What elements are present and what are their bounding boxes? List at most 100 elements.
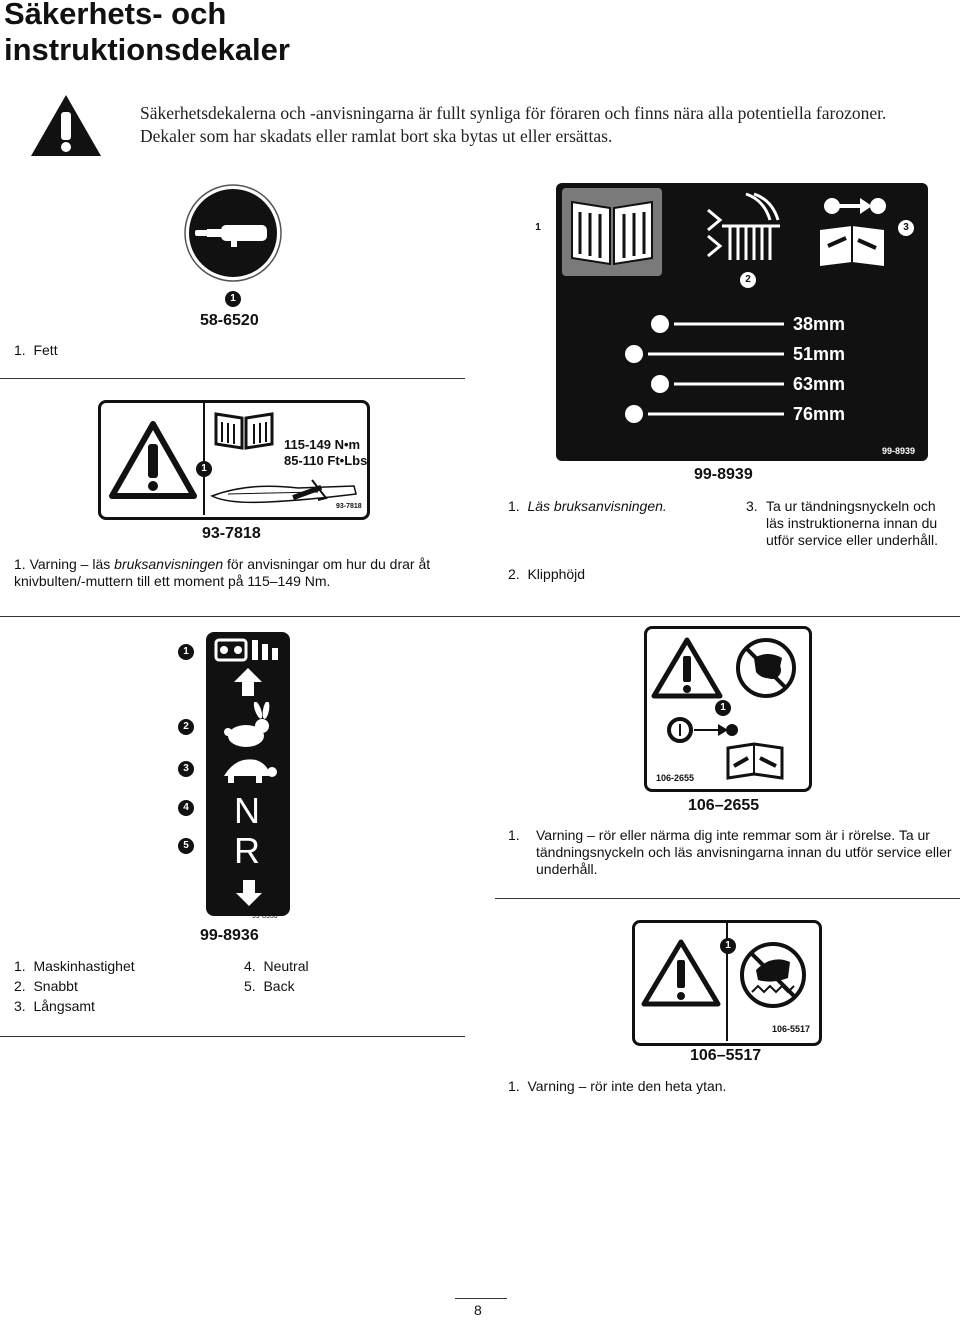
- caption-93-7818: 1. Varning – läs bruksanvisningen för an…: [14, 556, 464, 590]
- decal-small-code: 106-2655: [656, 773, 695, 783]
- list-item: 2. Snabbt: [14, 978, 234, 995]
- footer-rule: [455, 1298, 507, 1299]
- page-title-line2: instruktionsdekaler: [4, 32, 290, 67]
- page-title-line1: Säkerhets- och: [4, 0, 227, 31]
- manual-book-icon: [562, 188, 662, 276]
- height-63mm: 63mm: [793, 374, 846, 394]
- callout-4: 4: [178, 800, 194, 816]
- torque-decal: [98, 400, 370, 520]
- callout-2: 2: [740, 272, 756, 288]
- item-text: Långsamt: [33, 998, 95, 1014]
- arrow-down-icon: [236, 880, 262, 906]
- service-manual-icon: [726, 742, 784, 780]
- decal-code-106-2655: 106–2655: [688, 797, 760, 814]
- item-num: 5.: [244, 978, 256, 994]
- reverse-letter: R: [234, 830, 260, 871]
- item-num: 1.: [14, 342, 26, 358]
- caption-99-8936-col2: 4. Neutral 5. Back: [244, 958, 444, 995]
- hand-belt-prohibited-icon: [736, 638, 796, 698]
- item-text-post: för anvisningar om hur du drar åt knivbu…: [14, 556, 431, 589]
- item-text: Ta ur tändningsnyckeln och läs instrukti…: [766, 498, 938, 548]
- divider: [495, 898, 960, 899]
- item-num: 1.: [14, 556, 26, 572]
- item-text: Fett: [33, 342, 58, 358]
- cutting-height-icon: [707, 192, 780, 260]
- decal-code-99-8936: 99-8936: [200, 927, 259, 944]
- item-num: 3.: [14, 998, 26, 1014]
- item-text: Maskinhastighet: [33, 958, 135, 974]
- turtle-icon: [224, 759, 277, 783]
- page-title: Säkerhets- och instruktionsdekaler: [4, 0, 524, 68]
- callout-1: 1: [720, 938, 736, 954]
- decal-small-code: 99-8936: [252, 913, 278, 920]
- caption-99-8936-col1: 1. Maskinhastighet 2. Snabbt 3. Långsamt: [14, 958, 234, 1015]
- caption-106-5517: 1. Varning – rör inte den heta ytan.: [508, 1078, 958, 1095]
- item-num: 1.: [14, 958, 26, 974]
- torque-nm: 115-149 N•m: [284, 437, 361, 452]
- list-item: 3. Långsamt: [14, 998, 234, 1015]
- ignition-key-icon: [667, 717, 738, 743]
- neutral-letter: N: [234, 790, 260, 831]
- intro-text: Säkerhetsdekalerna och -anvisningarna är…: [140, 103, 887, 146]
- item-text: Neutral: [263, 958, 309, 974]
- torque-ftlbs: 85-110 Ft•Lbs: [284, 453, 368, 468]
- item-num: 1.: [508, 1078, 520, 1094]
- caption-99-8939-item1: 1. Läs bruksanvisningen.: [508, 498, 728, 515]
- callout-5: 5: [178, 838, 194, 854]
- hot-surface-prohibited-icon: [740, 942, 806, 1008]
- item-num: 3.: [746, 498, 758, 514]
- warning-triangle-icon: [109, 421, 197, 499]
- callout-1: 1: [530, 220, 546, 236]
- page-number: 8: [474, 1302, 482, 1318]
- list-item: 1. Maskinhastighet: [14, 958, 234, 975]
- callout-3: 3: [898, 220, 914, 236]
- decal-small-code: 93-7818: [336, 503, 362, 510]
- item-num: 4.: [244, 958, 256, 974]
- decal-small-code: 99-8939: [882, 446, 916, 456]
- callout-1: 1: [225, 291, 241, 307]
- divider: [0, 378, 465, 379]
- callout-1: 1: [178, 644, 194, 660]
- warning-triangle-icon: [651, 637, 723, 699]
- item-num: 2.: [14, 978, 26, 994]
- decal-divider: [203, 403, 205, 515]
- key-manual-icon: [820, 198, 886, 266]
- divider: [0, 616, 960, 617]
- item-text: Back: [263, 978, 295, 994]
- decal-divider: [726, 923, 728, 1041]
- height-76mm: 76mm: [793, 404, 846, 424]
- height-51mm: 51mm: [793, 344, 846, 364]
- caption-58-6520: 1. Fett: [14, 342, 58, 359]
- blade-wrench-icon: [210, 479, 357, 504]
- decal-code-106-5517: 106–5517: [690, 1047, 762, 1064]
- list-item: 5. Back: [244, 978, 444, 995]
- item-num: 1.: [508, 498, 520, 514]
- decal-code-93-7818: 93-7818: [202, 525, 261, 542]
- item-num: 2.: [508, 566, 520, 582]
- grease-gun-icon: [195, 225, 267, 247]
- item-text: Klipphöjd: [527, 566, 586, 582]
- manual-book-icon: [214, 412, 274, 450]
- decal-code-99-8939: 99-8939: [694, 466, 753, 483]
- list-item: 4. Neutral: [244, 958, 444, 975]
- decal-code-58-6520: 58-6520: [200, 312, 259, 329]
- caption-99-8939-item3: 3. Ta ur tändningsnyckeln och läs instru…: [746, 498, 956, 549]
- warning-triangle-icon: [641, 939, 721, 1007]
- item-num: 1.: [508, 827, 520, 843]
- decal-small-code: 106-5517: [772, 1024, 811, 1034]
- callout-1: 1: [715, 700, 731, 716]
- callout-1: 1: [196, 461, 212, 477]
- item-text-pre: Varning – läs: [29, 556, 115, 572]
- warning-triangle-icon: [31, 95, 101, 156]
- height-setting-icon: [625, 315, 784, 423]
- item-text: Varning – rör eller närma dig inte remma…: [536, 827, 952, 877]
- item-text-emphasis: bruksanvisningen: [114, 556, 224, 572]
- callout-2: 2: [178, 719, 194, 735]
- machine-speed-icon: [214, 638, 278, 662]
- grease-decal: [184, 184, 282, 282]
- callout-3: 3: [178, 761, 194, 777]
- item-text: Snabbt: [33, 978, 78, 994]
- caption-99-8939-item2: 2. Klipphöjd: [508, 566, 728, 583]
- height-38mm: 38mm: [793, 314, 846, 334]
- item-text: Läs bruksanvisningen.: [527, 498, 667, 514]
